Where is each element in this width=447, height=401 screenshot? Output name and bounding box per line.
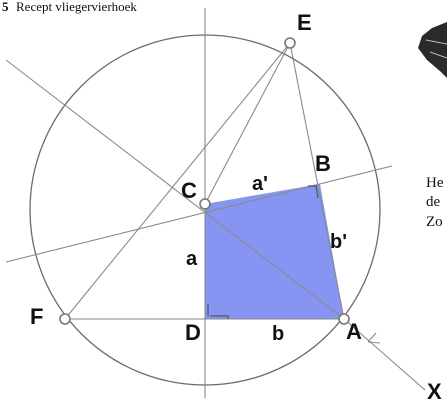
label-a: A (346, 319, 362, 344)
label-f: F (30, 304, 43, 329)
label-side-a-prime: a' (252, 173, 268, 195)
label-side-b: b (272, 323, 284, 345)
line-cb (5, 165, 393, 263)
point-f (59, 313, 71, 325)
line-ef (64, 42, 291, 320)
side-illustration (418, 22, 447, 78)
exercise-number: 5 (2, 0, 9, 14)
label-side-a: a (186, 248, 198, 270)
right-angle-marker-d (210, 315, 229, 319)
kite-quadrilateral (205, 184, 344, 319)
right-angle-marker-b (308, 185, 319, 199)
side-text-line-3: Zo (426, 214, 443, 230)
label-c: C (181, 178, 197, 203)
label-d: D (185, 320, 201, 345)
point-e (284, 37, 296, 49)
side-text-line-1: He (426, 175, 444, 191)
label-b: B (315, 151, 331, 176)
vertex-points (59, 37, 350, 325)
diagonal-line-ca (5, 59, 345, 320)
construction-lines (5, 8, 426, 398)
arrow-tick-2 (367, 341, 381, 344)
point-c (199, 198, 211, 210)
label-e: E (297, 10, 312, 35)
arrow-tick (367, 332, 377, 343)
line-ax (343, 318, 426, 391)
line-ec (204, 42, 291, 205)
label-side-b-prime: b' (330, 231, 347, 253)
point-a (338, 313, 350, 325)
side-illustration-lines (425, 39, 447, 59)
line-eba (289, 42, 345, 320)
exercise-title: Recept vliegervierhoek (16, 0, 137, 14)
label-x: X (427, 379, 442, 401)
side-text-line-2: de (426, 194, 441, 210)
